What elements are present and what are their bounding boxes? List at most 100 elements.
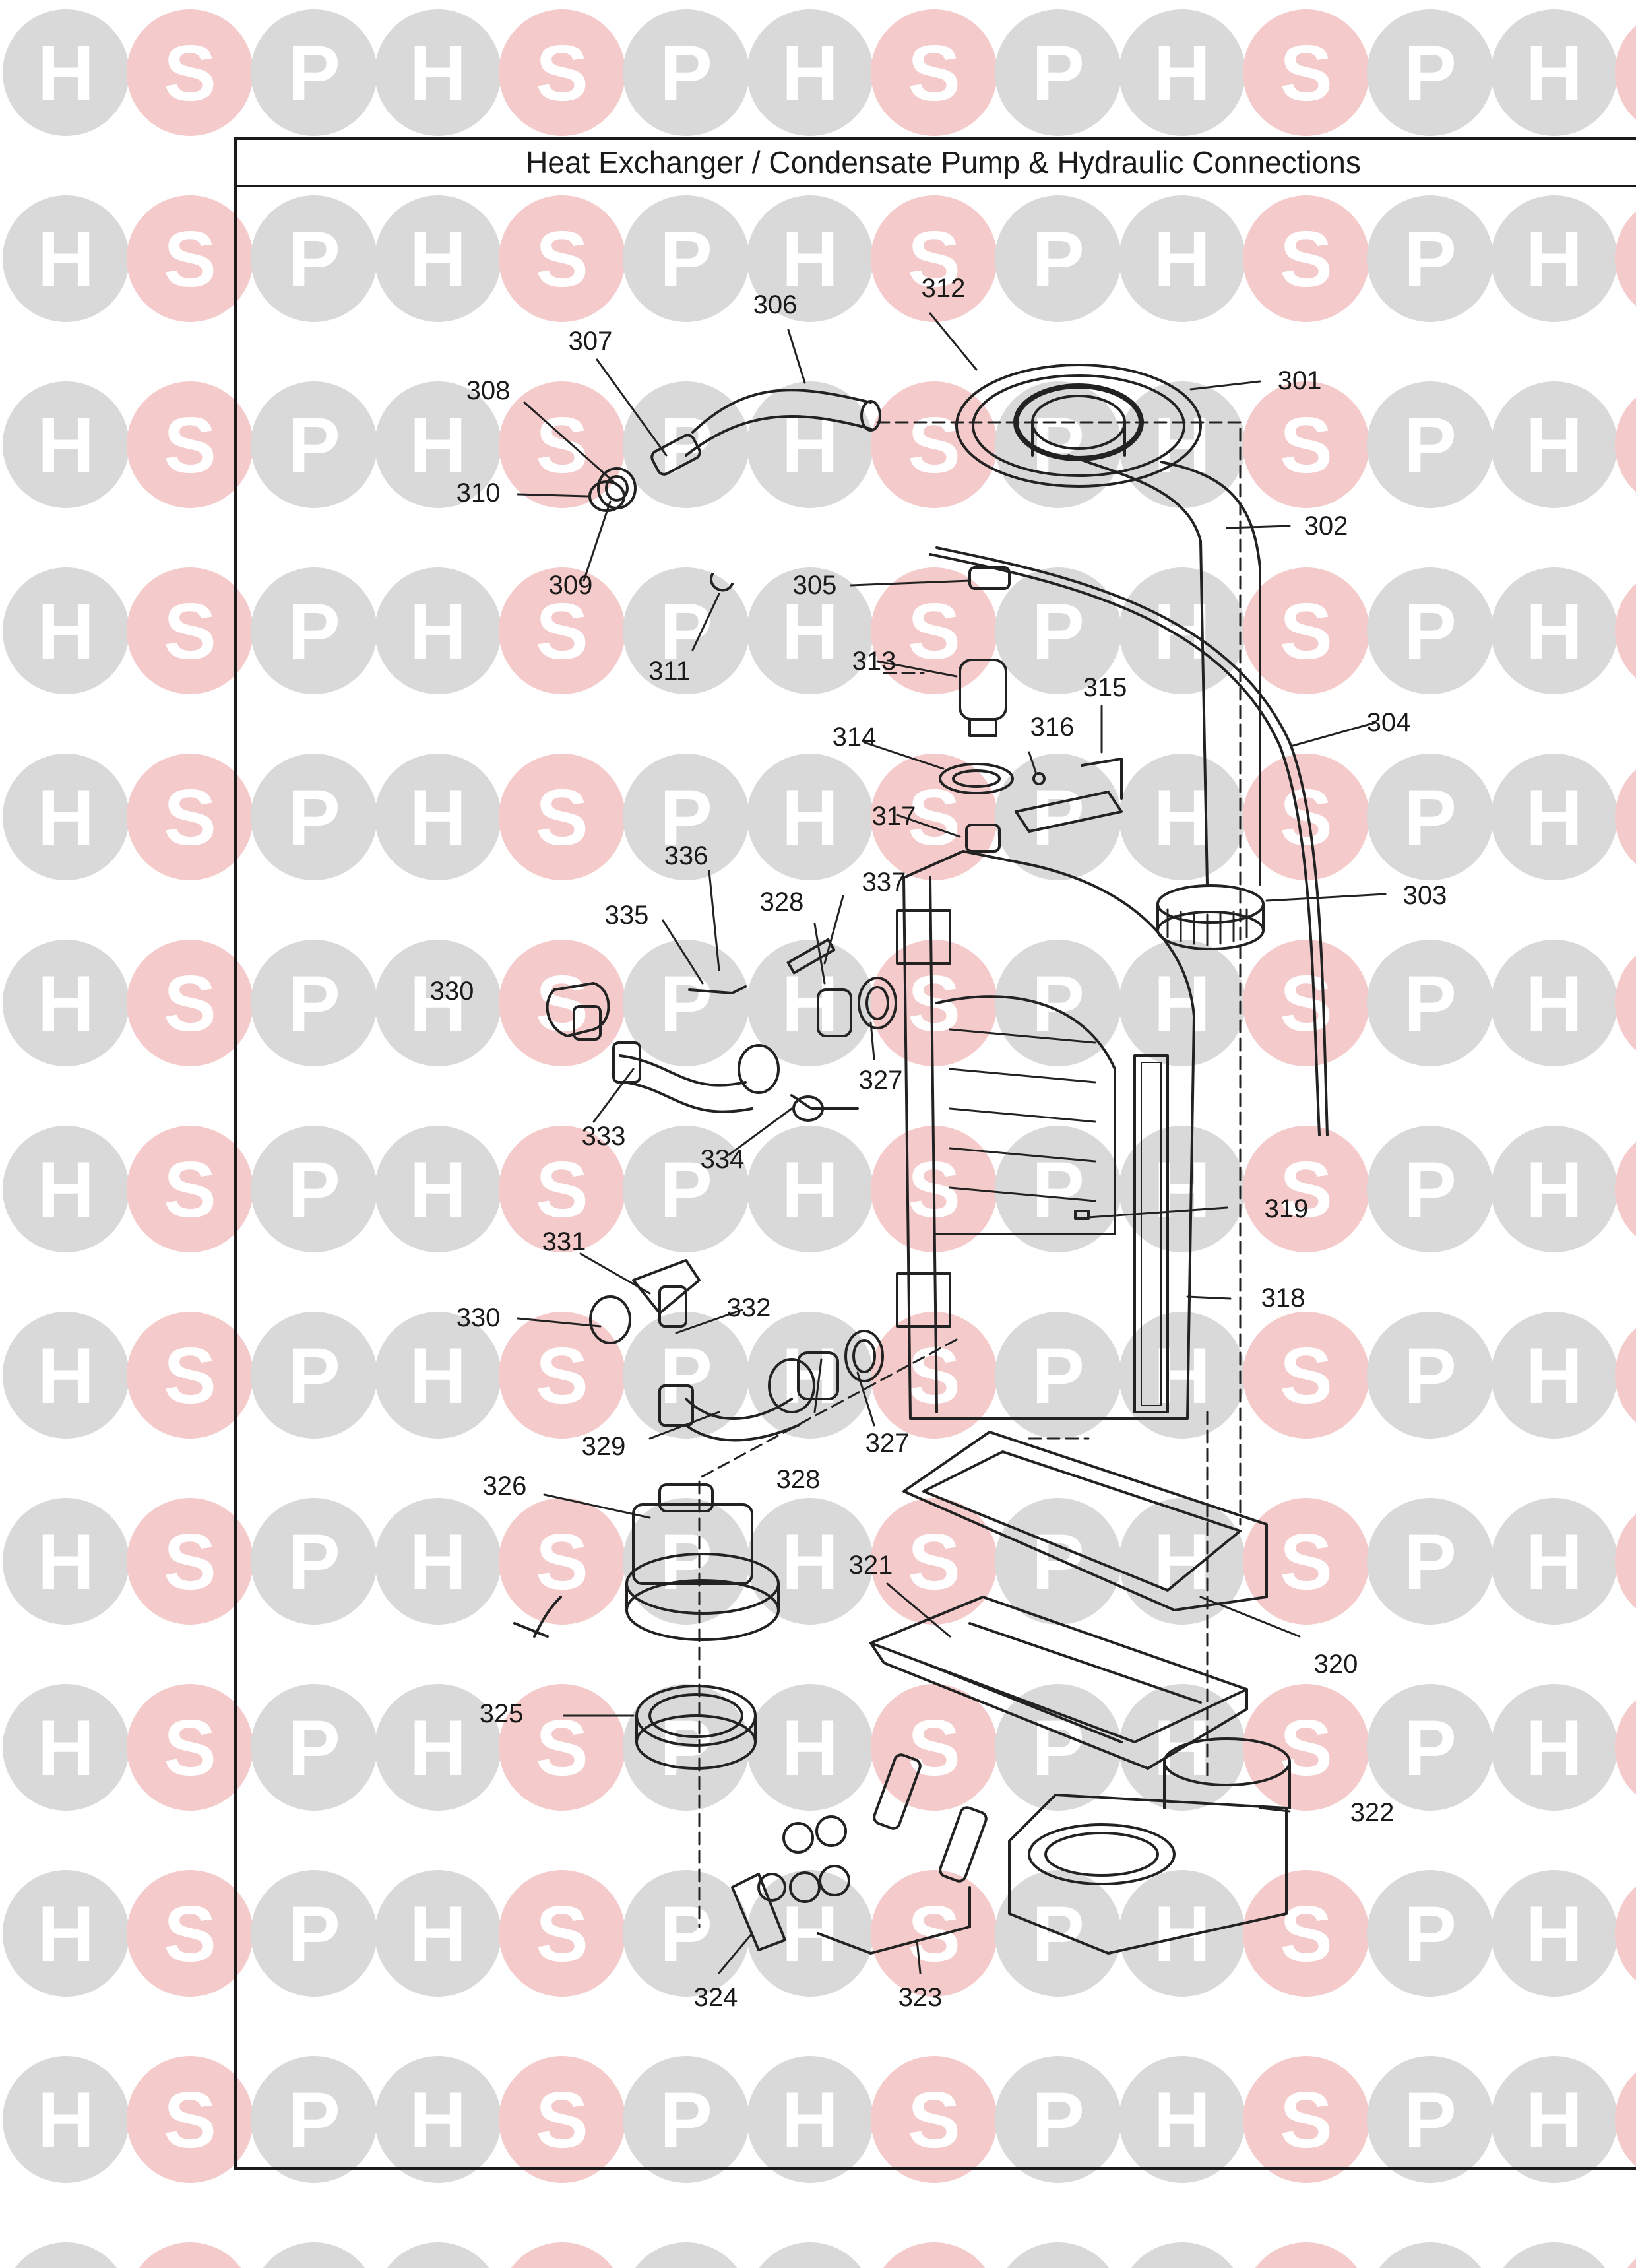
watermark-letter: H	[1526, 1890, 1583, 1978]
watermark-letter: H	[410, 1518, 467, 1606]
watermark-circle	[1119, 1126, 1245, 1252]
watermark-circle	[871, 1870, 997, 1997]
assembly-guide-lines	[698, 421, 1242, 1928]
watermark-letter: H	[782, 1146, 839, 1234]
part-label-p307: 307	[569, 327, 613, 356]
watermark-circle	[871, 1498, 997, 1625]
watermark-circle	[747, 1870, 873, 1997]
upper-pipe-set	[546, 938, 897, 1113]
watermark-circle	[3, 1498, 129, 1625]
watermark-letter: P	[660, 215, 712, 304]
watermark-letter: H	[410, 959, 467, 1048]
watermark-circle	[1119, 567, 1245, 694]
watermark-letter: P	[1032, 1518, 1085, 1606]
watermark-circle	[1367, 2056, 1494, 2183]
watermark-letter: H	[38, 1146, 95, 1234]
condensate-pump	[513, 1483, 780, 1641]
vent-adaptor	[965, 824, 1001, 853]
watermark-letter: S	[1280, 773, 1333, 862]
watermark-circle	[1367, 1312, 1494, 1439]
watermark-letter: H	[1526, 2262, 1583, 2268]
watermark-circle	[1007, 2242, 1110, 2268]
part-label-p308: 308	[466, 376, 511, 405]
watermark-circle	[623, 1870, 749, 1997]
watermark-circle	[623, 1684, 749, 1811]
part-number-labels: 3013023033043053063073083093103113123133…	[430, 274, 1447, 2012]
watermark-circle	[15, 2242, 117, 2268]
watermark-circle	[263, 2242, 365, 2268]
part-label-p319: 319	[1265, 1194, 1309, 1223]
part-label-p332: 332	[727, 1293, 771, 1322]
watermark-circle	[1243, 567, 1369, 694]
watermark-circle	[747, 754, 873, 880]
watermark-letter: H	[410, 1704, 467, 1792]
watermark-letter: H	[1154, 215, 1211, 304]
part-label-p317: 317	[872, 802, 916, 831]
watermark-letter: S	[536, 1146, 588, 1234]
watermark-letter: P	[1404, 29, 1457, 117]
watermark-circle	[1615, 1700, 1636, 1795]
watermark-circle	[3, 195, 129, 322]
watermark-circle	[1615, 583, 1636, 678]
watermark-circle	[1615, 1886, 1636, 1981]
watermark-letter: H	[38, 401, 95, 490]
watermark-circle	[375, 2056, 501, 2183]
watermark-circle	[995, 1312, 1121, 1439]
watermark-letter: S	[164, 1890, 216, 1978]
watermark-circle	[127, 1870, 253, 1997]
part-label-p337: 337	[862, 868, 906, 897]
watermark-letter: S	[908, 401, 960, 490]
watermark-letter: H	[38, 2262, 95, 2268]
watermark-letter: S	[1280, 1332, 1333, 1420]
title-bar: Heat Exchanger / Condensate Pump & Hydra…	[237, 140, 1636, 187]
watermark-letter: H	[1526, 215, 1583, 304]
watermark-letter: H	[38, 2076, 95, 2164]
watermark-letter: S	[536, 1332, 588, 1420]
part-label-p322: 322	[1350, 1798, 1395, 1827]
watermark-circle	[127, 1312, 253, 1439]
nut-washer-cap	[588, 467, 637, 512]
watermark-circle	[995, 1498, 1121, 1625]
watermark-circle	[623, 1126, 749, 1252]
watermark-circle	[251, 1870, 377, 1997]
watermark-circle	[251, 754, 377, 880]
watermark-circle	[387, 2242, 489, 2268]
watermark-letter: P	[288, 29, 340, 117]
watermark-letter: P	[1404, 959, 1457, 1048]
heat-exchanger	[896, 850, 1195, 1420]
watermark-letter: P	[288, 1704, 340, 1792]
watermark-circle	[127, 567, 253, 694]
watermark-circle	[1615, 1514, 1636, 1609]
watermark-letter: P	[1404, 1704, 1457, 1792]
watermark-circle	[1119, 9, 1245, 136]
watermark-letter: H	[1526, 1704, 1583, 1792]
part-label-p304: 304	[1367, 708, 1411, 737]
part-label-p331: 331	[542, 1227, 586, 1256]
part-label-p314: 314	[833, 723, 877, 752]
watermark-letter: P	[1404, 2076, 1457, 2164]
watermark-letter: S	[164, 1332, 216, 1420]
retaining-clip	[710, 573, 734, 592]
watermark-circle	[1367, 195, 1494, 322]
watermark-circle	[1367, 381, 1494, 508]
watermark-letter: S	[536, 29, 588, 117]
watermark-letter: P	[660, 1146, 712, 1234]
watermark-circle	[127, 1684, 253, 1811]
watermark-letter: H	[782, 959, 839, 1048]
watermark-circle	[127, 381, 253, 508]
watermark-letter: S	[1280, 2262, 1333, 2268]
watermark-circle	[623, 195, 749, 322]
watermark-letter: P	[1404, 401, 1457, 490]
part-label-p330b: 330	[456, 1303, 501, 1332]
watermark-circle	[3, 567, 129, 694]
part-label-p333: 333	[582, 1122, 626, 1151]
watermark-circle	[1627, 2258, 1636, 2268]
watermark-circle	[623, 940, 749, 1066]
watermark-circle	[1503, 2242, 1606, 2268]
watermark-circle	[127, 9, 253, 136]
watermark-letter: S	[164, 401, 216, 490]
watermark-circle	[251, 1312, 377, 1439]
watermark-circle	[635, 2242, 738, 2268]
watermark-circle	[871, 9, 997, 136]
